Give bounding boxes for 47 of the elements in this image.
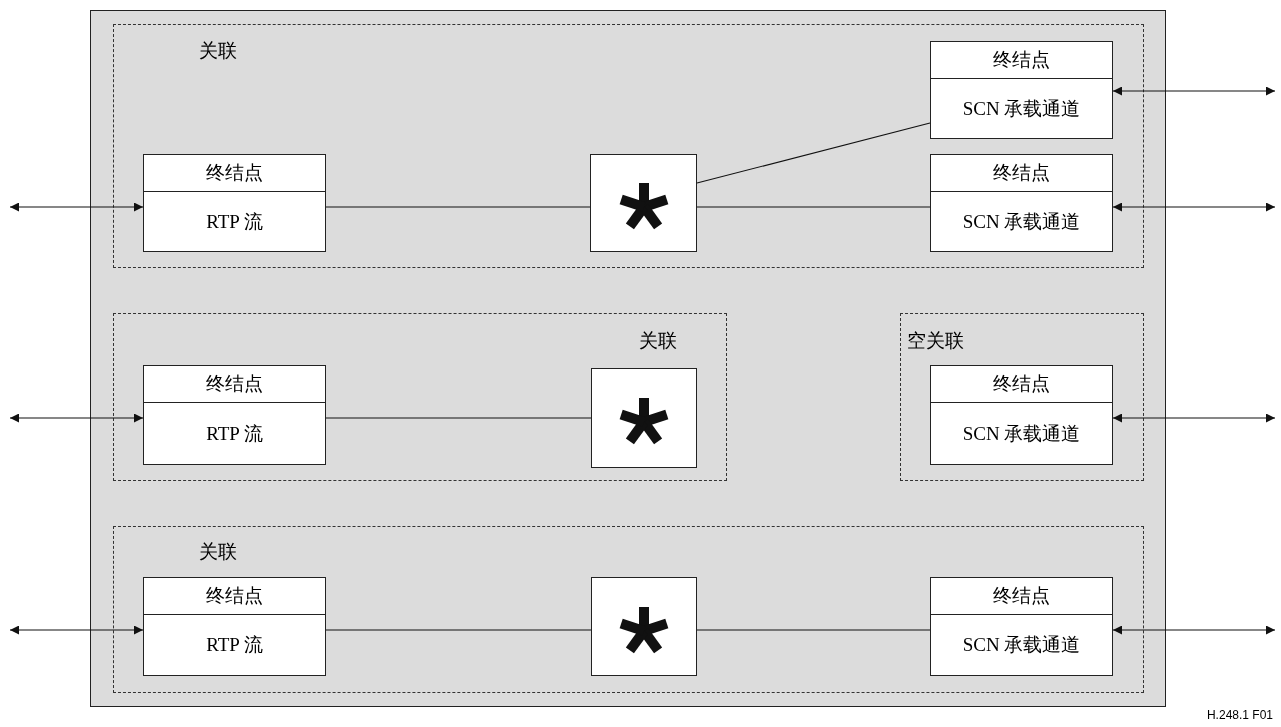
connector-line (325, 417, 592, 419)
switch-box (591, 577, 697, 676)
switch-box (590, 154, 697, 252)
arrow (9, 625, 144, 635)
termination-box (930, 41, 1113, 139)
connector-line (325, 629, 592, 631)
connector-line (325, 206, 591, 208)
termination-box (143, 154, 326, 252)
group-label: 关联 (639, 329, 677, 353)
termination-label: SCN 承载通道 (961, 422, 1082, 446)
termination-heading: 终结点 (931, 366, 1112, 403)
group-label: 关联 (199, 39, 237, 63)
termination-label: RTP 流 (205, 633, 264, 657)
frame-box (90, 10, 1166, 707)
termination-heading: 终结点 (931, 42, 1112, 79)
termination-label: SCN 承载通道 (961, 633, 1082, 657)
termination-heading: 终结点 (931, 155, 1112, 192)
termination-heading: 终结点 (931, 578, 1112, 615)
group-label: 关联 (199, 540, 237, 564)
termination-heading: 终结点 (144, 366, 325, 403)
dashed-group-box (113, 313, 727, 481)
termination-box (930, 154, 1113, 252)
termination-box (143, 577, 326, 676)
arrow (1112, 413, 1276, 423)
arrow (1112, 86, 1276, 96)
dashed-group-box (113, 24, 1144, 268)
connector-line (696, 122, 931, 184)
group-label: 空关联 (907, 329, 964, 353)
termination-label: RTP 流 (205, 422, 264, 446)
dashed-group-box (900, 313, 1144, 481)
arrow (9, 413, 144, 423)
dashed-group-box (113, 526, 1144, 693)
termination-box (930, 365, 1113, 465)
termination-box (143, 365, 326, 465)
termination-heading: 终结点 (144, 578, 325, 615)
connector-line (696, 206, 931, 208)
switch-box (591, 368, 697, 468)
termination-box (930, 577, 1113, 676)
termination-heading: 终结点 (144, 155, 325, 192)
termination-label: RTP 流 (205, 210, 264, 234)
arrow (9, 202, 144, 212)
arrow (1112, 625, 1276, 635)
arrow (1112, 202, 1276, 212)
termination-label: SCN 承载通道 (961, 210, 1082, 234)
termination-label: SCN 承载通道 (961, 97, 1082, 121)
connector-line (696, 629, 931, 631)
figure-id: H.248.1 F01 (1206, 708, 1273, 722)
